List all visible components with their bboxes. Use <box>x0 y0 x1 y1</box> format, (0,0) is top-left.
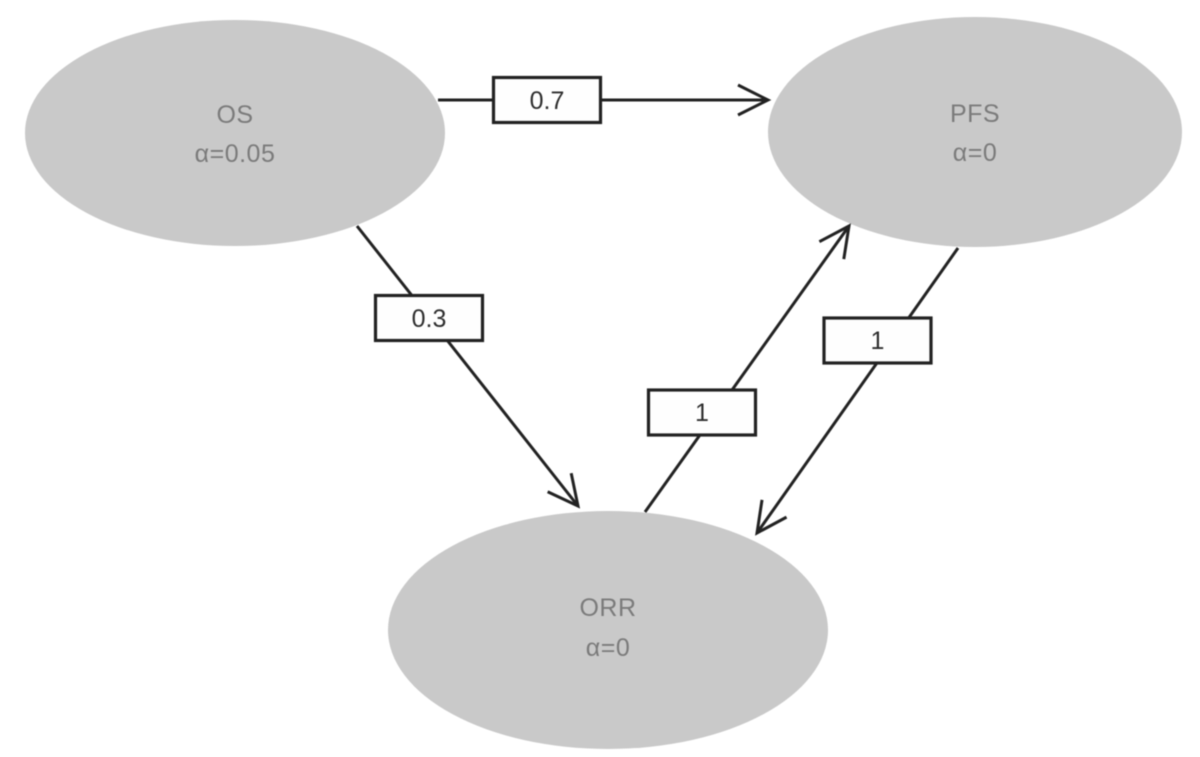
node-orr-alpha: α=0 <box>586 634 630 662</box>
node-orr: ORR α=0 <box>388 511 828 749</box>
node-pfs-alpha: α=0 <box>953 139 997 167</box>
edge-orr-to-pfs-line <box>643 223 851 513</box>
edge-os-to-pfs-weight-label: 0.7 <box>530 87 565 115</box>
edge-os-to-orr-weight-box <box>373 293 485 343</box>
edge-os-to-pfs-weight-box <box>491 75 603 125</box>
edge-pfs-to-orr: 1 <box>755 247 960 536</box>
node-pfs: PFS α=0 <box>768 17 1182 247</box>
edge-orr-to-pfs-weight-label: 1 <box>695 399 709 427</box>
node-orr-ellipse <box>388 511 828 749</box>
edge-orr-to-pfs-weight-box <box>646 388 758 437</box>
edge-orr-to-pfs: 1 <box>643 223 851 513</box>
edge-os-to-orr-weight-label: 0.3 <box>412 305 447 333</box>
node-orr-name: ORR <box>579 594 636 622</box>
edge-pfs-to-orr-weight-box <box>822 316 933 365</box>
edge-os-to-orr-line <box>355 225 581 509</box>
edge-pfs-to-orr-line <box>755 247 960 536</box>
edge-os-to-orr: 0.3 <box>355 225 581 509</box>
node-os-ellipse <box>25 20 445 246</box>
node-os-name: OS <box>216 101 253 129</box>
node-os-alpha: α=0.05 <box>195 140 276 168</box>
node-pfs-ellipse <box>768 17 1182 247</box>
edge-pfs-to-orr-weight-label: 1 <box>871 327 885 355</box>
edge-os-to-pfs: 0.7 <box>438 75 772 125</box>
node-os: OS α=0.05 <box>25 20 445 246</box>
node-pfs-name: PFS <box>950 100 1000 128</box>
